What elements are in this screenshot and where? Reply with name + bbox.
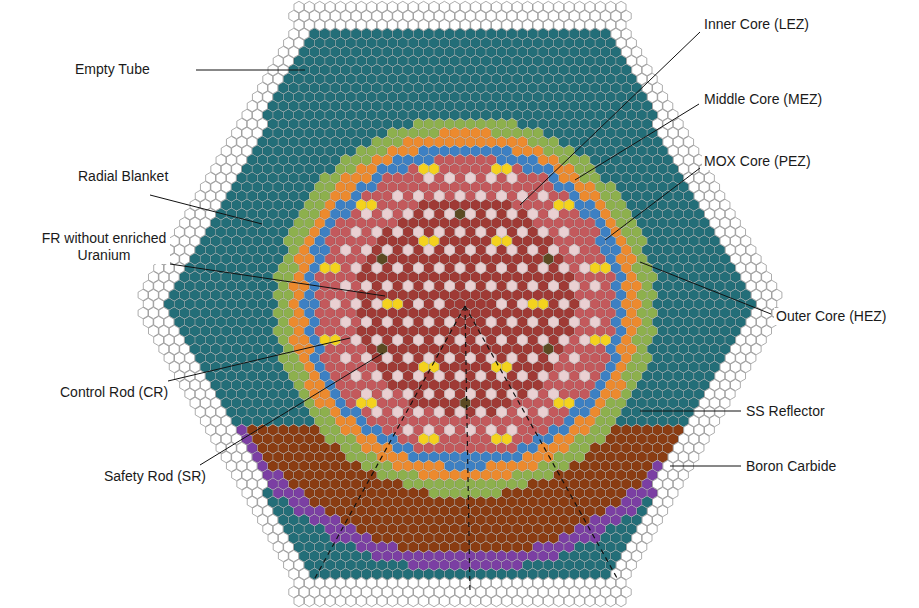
callout-label: FR without enriched Uranium <box>38 230 170 264</box>
assembly-cells <box>320 163 610 444</box>
callout-label: Radial Blanket <box>76 168 170 185</box>
callout-label: Control Rod (CR) <box>58 384 170 401</box>
callout-label: Boron Carbide <box>744 458 838 475</box>
callout-label: Middle Core (MEZ) <box>702 91 824 108</box>
assembly-cells <box>289 127 642 480</box>
leader-line <box>670 466 741 467</box>
callout-label: SS Reflector <box>744 403 827 420</box>
leader-line <box>196 70 305 71</box>
callout-label: Empty Tube <box>73 61 152 78</box>
callout-label: Safety Rod (SR) <box>102 468 208 485</box>
leader-line <box>520 32 700 205</box>
leader-line <box>605 168 700 240</box>
assembly-cells <box>299 145 626 471</box>
assembly-cells <box>315 154 616 453</box>
leader-line <box>170 264 385 296</box>
assembly-cells <box>138 1 782 606</box>
sector-line <box>315 306 465 578</box>
leader-line <box>150 195 262 224</box>
leader-line <box>575 104 699 180</box>
assembly-cells <box>164 28 756 579</box>
callout-label: Inner Core (LEZ) <box>702 16 811 33</box>
callout-label: Outer Core (HEZ) <box>774 308 888 325</box>
assembly-cells <box>356 199 579 417</box>
sector-line <box>465 306 617 578</box>
assembly-cells <box>330 172 600 435</box>
leader-line <box>640 411 741 412</box>
leader-line <box>168 338 350 381</box>
leader-line <box>200 353 383 465</box>
callout-label: MOX Core (PEZ) <box>702 153 813 170</box>
leader-line <box>640 262 771 314</box>
sector-line <box>465 306 470 592</box>
assembly-cells <box>247 424 683 552</box>
